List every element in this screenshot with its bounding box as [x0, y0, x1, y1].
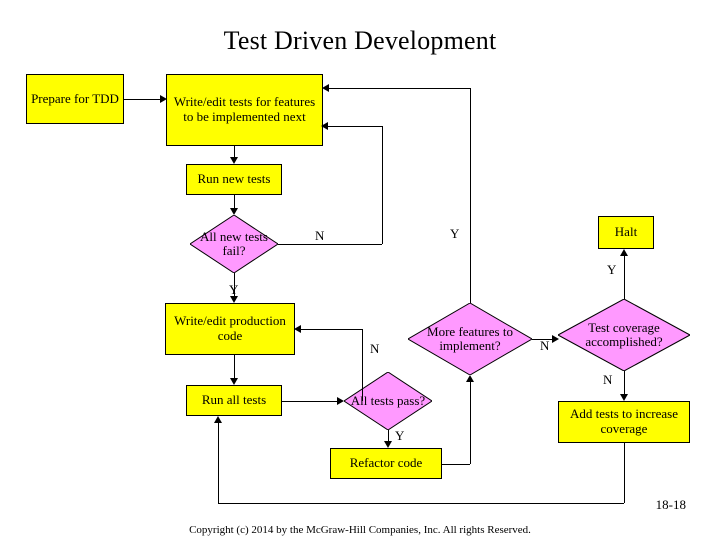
node-run-all-tests[interactable]: Run all tests [186, 385, 282, 416]
edge-decision-n-vertical [382, 126, 383, 244]
edge-all-pass-n-vertical [362, 329, 363, 401]
node-label: Write/edit production code [174, 313, 286, 343]
node-label: All new tests fail? [200, 228, 268, 258]
node-halt[interactable]: Halt [598, 216, 654, 249]
node-all-new-tests-fail[interactable]: All new tests fail? [190, 215, 278, 273]
arrowhead [160, 95, 167, 103]
arrowhead [322, 84, 329, 92]
node-label: Run all tests [201, 392, 267, 408]
node-label: Add tests to increase coverage [570, 406, 678, 436]
node-write-edit-tests[interactable]: Write/edit tests for features to be impl… [166, 74, 323, 146]
slide-number: 18-18 [655, 497, 686, 512]
edge-run-all-to-all-pass [282, 401, 338, 402]
edge-label-n-coverage: N [603, 372, 613, 387]
edge-label-y-all-tests-pass: Y [395, 428, 405, 443]
edge-coverage-n-to-add-tests [624, 371, 625, 394]
copyright-notice: Copyright (c) 2014 by the McGraw-Hill Co… [189, 524, 531, 536]
diamond-shape [558, 299, 690, 371]
node-test-coverage-accomplished[interactable]: Test coverage accomplished? [558, 299, 690, 371]
node-add-tests-increase-coverage[interactable]: Add tests to increase coverage [558, 401, 690, 443]
edge-label-n-all-new-tests-fail: N [315, 228, 325, 243]
arrowhead [321, 122, 328, 130]
node-write-edit-production-code[interactable]: Write/edit production code [165, 303, 295, 355]
edge-more-features-y-vertical [470, 88, 471, 303]
arrowhead [230, 296, 238, 303]
arrowhead [466, 375, 474, 382]
node-label: Refactor code [349, 455, 423, 471]
arrowhead [620, 394, 628, 401]
edge-all-pass-n-horizontal [301, 329, 362, 330]
edge-refactor-to-more-features-v [470, 382, 471, 464]
edge-add-tests-up [218, 423, 219, 503]
edge-more-features-y-horizontal [329, 88, 470, 89]
edge-decision-n-horizontal [278, 244, 382, 245]
diamond-shape [408, 303, 532, 375]
node-label: Write/edit tests for features to be impl… [173, 94, 316, 124]
edge-prepare-to-write-tests [124, 99, 162, 100]
edge-add-tests-down [624, 443, 625, 503]
arrowhead [230, 157, 238, 164]
node-all-tests-pass[interactable]: All tests pass? [344, 372, 432, 430]
node-label: Test coverage accomplished? [585, 319, 663, 349]
edge-decision-n-return [327, 126, 382, 127]
edge-run-new-tests-to-decision [234, 195, 235, 209]
edge-coverage-y-to-halt [624, 256, 625, 299]
edge-label-n-more-features: N [540, 338, 550, 353]
edge-label-n-all-tests-pass: N [370, 341, 380, 356]
arrowhead [620, 249, 628, 256]
arrowhead [230, 378, 238, 385]
node-label: Run new tests [197, 171, 271, 187]
node-more-features-to-implement[interactable]: More features to implement? [408, 303, 532, 375]
edge-write-tests-to-run-new-tests [234, 146, 235, 159]
diamond-shape [190, 215, 278, 273]
edge-label-y-halt: Y [607, 262, 617, 277]
edge-add-tests-left [218, 503, 624, 504]
node-label: Halt [614, 224, 638, 240]
arrowhead [214, 416, 222, 423]
node-label: Prepare for TDD [31, 90, 119, 106]
node-label: All tests pass? [350, 392, 426, 408]
edge-label-y-more-features: Y [450, 226, 460, 241]
arrowhead [294, 325, 301, 333]
edge-more-features-n-to-coverage [532, 339, 554, 340]
edge-production-to-run-all [234, 355, 235, 378]
arrowhead [337, 397, 344, 405]
arrowhead [384, 441, 392, 448]
diamond-shape [344, 372, 432, 430]
page-title: Test Driven Development [223, 26, 497, 55]
arrowhead [552, 335, 559, 343]
node-label: More features to implement? [427, 323, 513, 353]
edge-decision-y-to-production [234, 273, 235, 297]
node-prepare-tdd[interactable]: Prepare for TDD [26, 74, 124, 124]
edge-all-pass-y-to-refactor [388, 430, 389, 442]
node-run-new-tests[interactable]: Run new tests [186, 164, 282, 195]
node-refactor-code[interactable]: Refactor code [330, 448, 442, 479]
edge-label-y-all-new-tests-fail: Y [229, 282, 238, 298]
arrowhead [230, 208, 238, 215]
edge-refactor-to-more-features-h [442, 464, 470, 465]
